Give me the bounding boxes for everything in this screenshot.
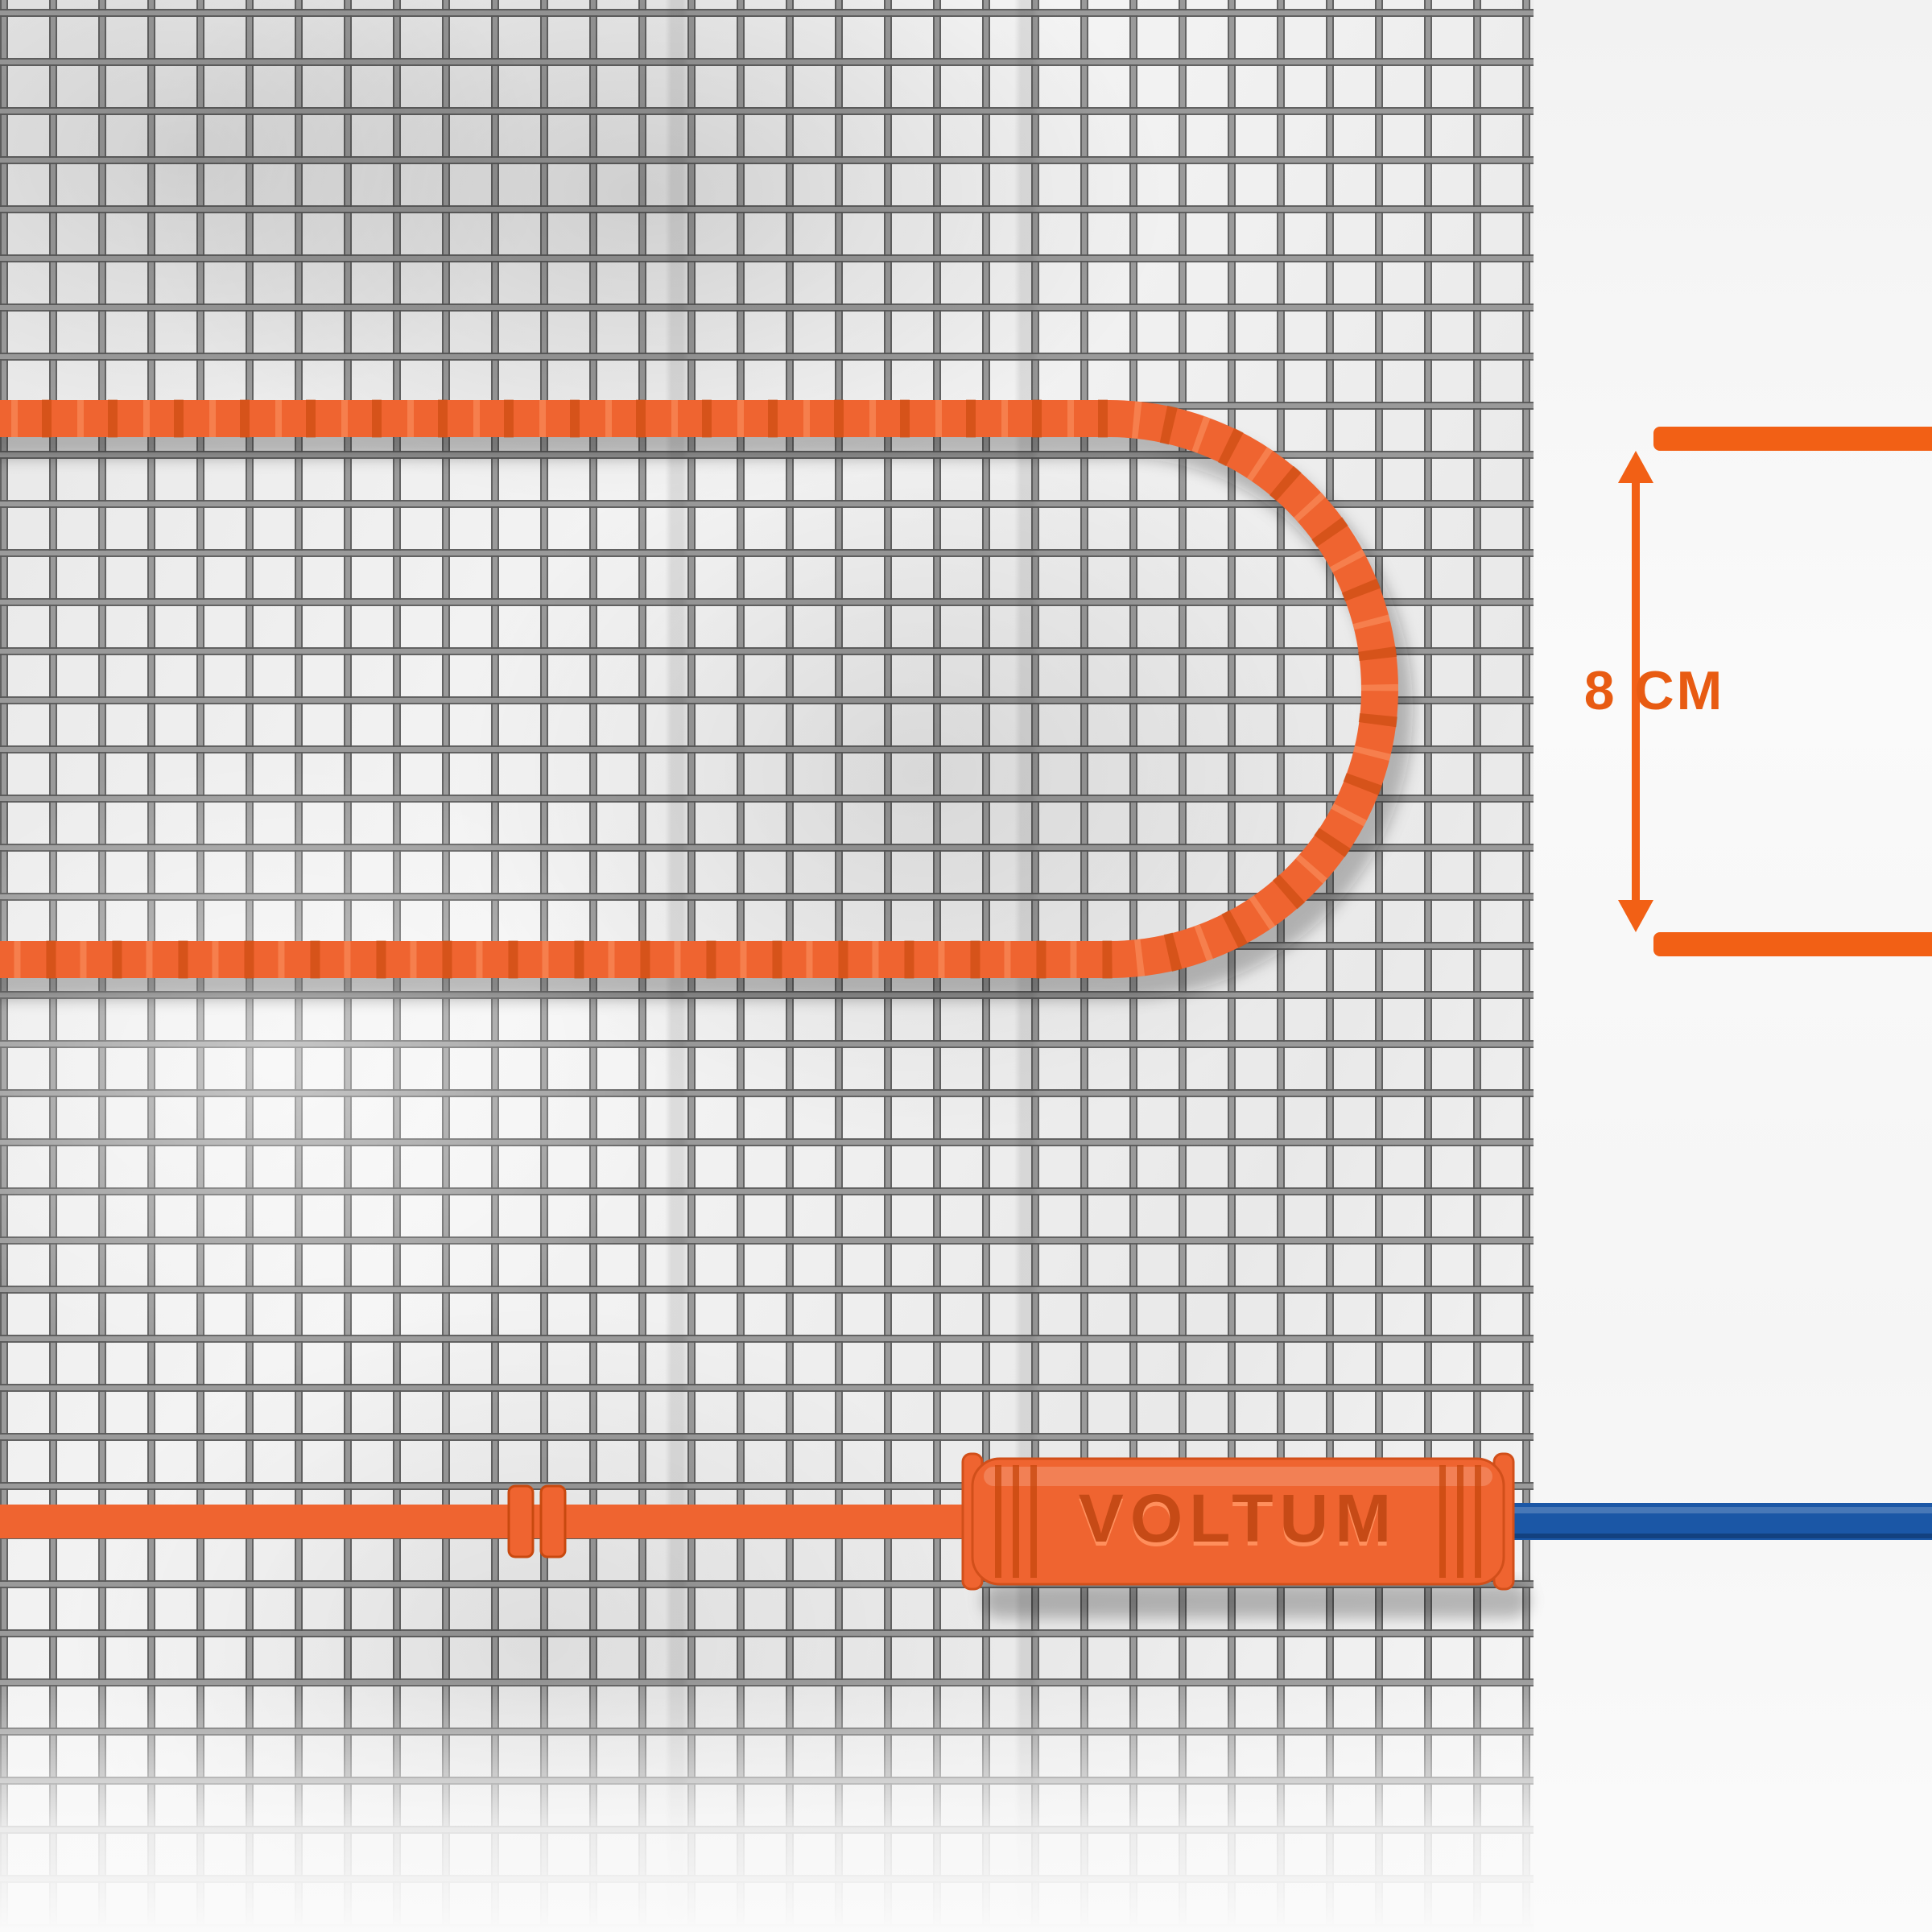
splice-clip — [507, 1484, 567, 1558]
cable-connector: VOLTUM VOLTUM — [961, 1452, 1530, 1618]
connector-body — [971, 1457, 1505, 1586]
heating-cable-spiral-highlight — [0, 400, 1398, 978]
dimension-label: 8 CM — [1583, 660, 1725, 721]
heating-cable-loop — [0, 399, 1413, 999]
dimension-arrow-top — [1618, 451, 1653, 483]
splice-clip-left — [507, 1484, 535, 1558]
dimension-bottom-bar — [1653, 932, 1932, 956]
heating-cable-spiral-wrap — [0, 399, 1399, 979]
brand-label: VOLTUM — [1079, 1480, 1397, 1556]
connector-top-highlight — [984, 1467, 1492, 1486]
dimension-annotation — [1618, 427, 1932, 956]
dimension-top-bar — [1653, 427, 1932, 451]
splice-clip-right — [539, 1484, 567, 1558]
heating-cable-shadow — [0, 418, 1413, 999]
dimension-line — [1632, 480, 1640, 906]
cold-lead — [1489, 1503, 1932, 1560]
connector-shadow — [982, 1583, 1530, 1618]
dimension-arrow-bottom — [1618, 900, 1653, 932]
brand-label-emboss: VOLTUM — [1079, 1484, 1397, 1560]
heating-cable — [0, 400, 1398, 978]
heating-cable-tail — [0, 1484, 1013, 1558]
connector-ridges — [995, 1465, 1481, 1578]
